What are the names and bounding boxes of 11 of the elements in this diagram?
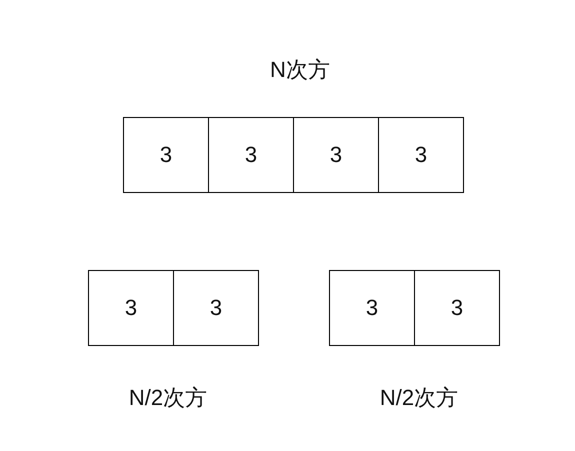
power-label: N次方 (270, 56, 330, 84)
power-label: N/2次方 (380, 384, 458, 412)
digit-cell: 3 (378, 117, 464, 193)
digit-cell: 3 (173, 270, 259, 346)
digit-cell: 3 (329, 270, 415, 346)
digit-cell: 3 (123, 117, 209, 193)
power-label: N/2次方 (128, 384, 208, 412)
digit-cell: 3 (293, 117, 379, 193)
digit-cell: 3 (208, 117, 294, 193)
digit-cell: 3 (88, 270, 174, 346)
digit-cell: 3 (414, 270, 500, 346)
